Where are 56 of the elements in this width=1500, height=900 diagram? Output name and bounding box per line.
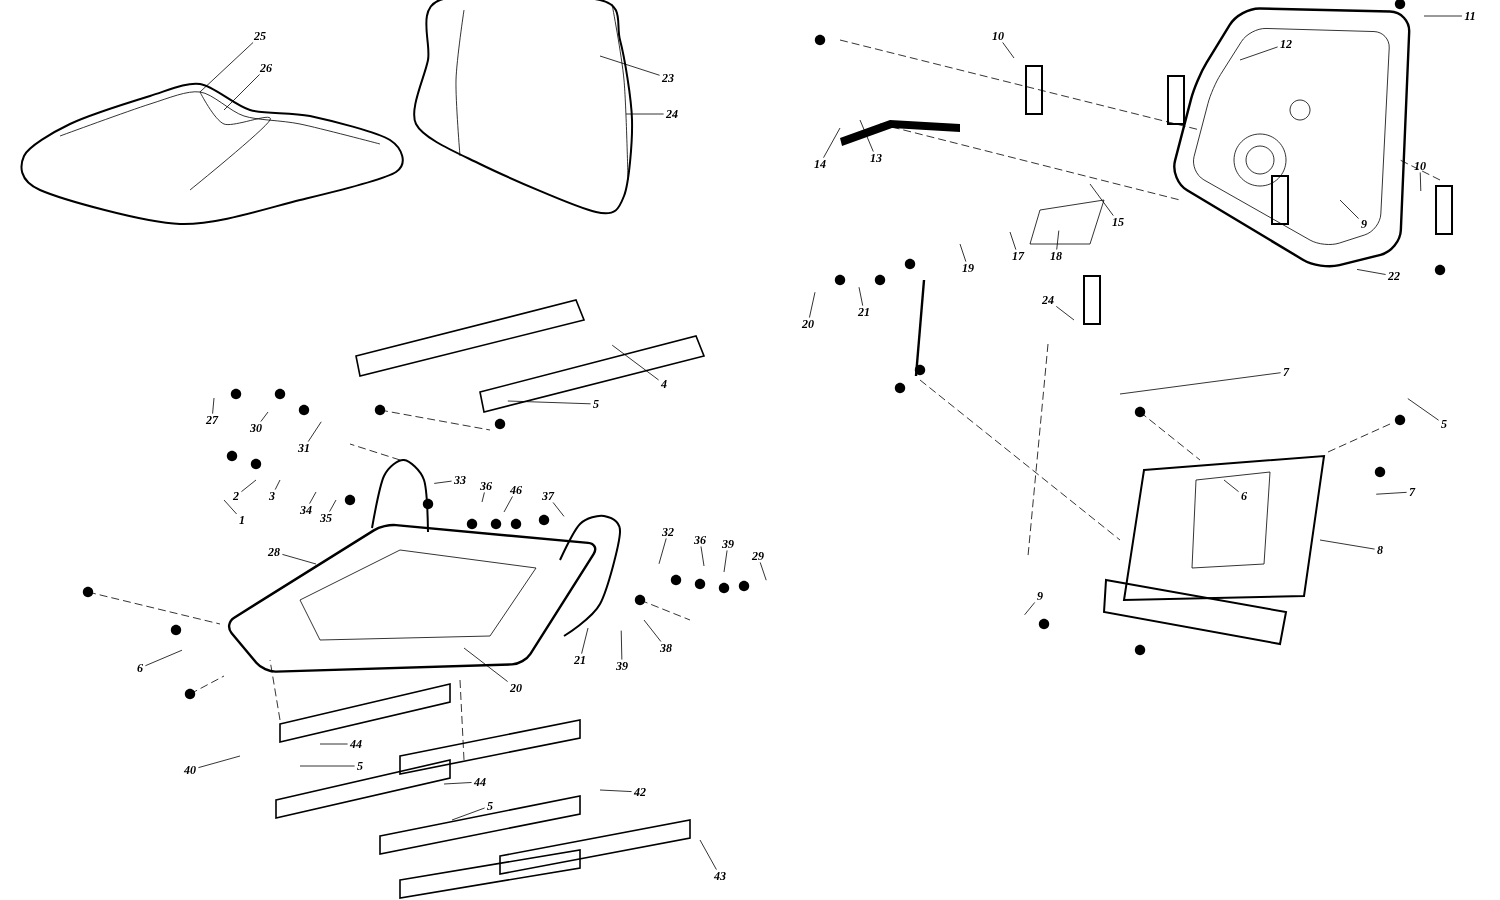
leader-line <box>260 411 269 422</box>
leader-line <box>599 789 632 792</box>
leader-line <box>858 286 864 307</box>
leader-line <box>1089 183 1114 216</box>
leader-line <box>451 807 485 821</box>
leader-line <box>620 630 623 660</box>
leader-line <box>823 127 841 159</box>
leader-line <box>299 765 355 767</box>
leader-line <box>581 627 589 655</box>
leader-line <box>198 755 241 769</box>
leader-line <box>1239 46 1278 61</box>
leader-line <box>1223 479 1239 493</box>
leader-line <box>643 619 662 642</box>
leader-line <box>809 291 816 318</box>
leader-line <box>1024 602 1036 616</box>
leader-line <box>199 42 254 93</box>
leader-line <box>443 782 472 785</box>
leader-line <box>1419 172 1422 192</box>
leader-line <box>507 400 591 405</box>
leader-line <box>1356 269 1386 275</box>
leader-line <box>1002 42 1015 59</box>
leader-line <box>552 502 565 517</box>
leader-line <box>463 647 508 682</box>
leader-line <box>759 562 767 581</box>
leader-line <box>859 119 874 152</box>
leader-line <box>241 479 257 493</box>
leader-line <box>699 839 717 870</box>
leader-line <box>223 74 260 111</box>
leader-line <box>1055 306 1075 321</box>
leader-line <box>145 649 183 667</box>
leader-line <box>723 550 728 573</box>
leader-line <box>433 480 452 484</box>
leader-line <box>1009 231 1017 251</box>
leader-line <box>329 499 337 512</box>
leader-line <box>223 499 237 515</box>
leader-line <box>282 554 317 565</box>
leader-line <box>1423 15 1463 17</box>
leader-line <box>959 243 967 262</box>
leader-line <box>274 479 281 490</box>
leader-line <box>1319 539 1375 550</box>
leader-line <box>611 344 659 381</box>
leader-line <box>625 113 664 115</box>
leader-line <box>309 491 317 504</box>
leader-line <box>212 397 215 415</box>
leader-line <box>1056 230 1060 250</box>
leader-line <box>319 743 348 745</box>
leader-line <box>599 55 660 76</box>
leader-line <box>658 538 667 565</box>
leader-line <box>307 421 322 442</box>
leader-line <box>503 496 513 513</box>
leader-line <box>1119 372 1281 395</box>
leader-line <box>481 492 485 503</box>
leader-line <box>1339 199 1359 219</box>
leader-line <box>700 546 705 567</box>
leader-line <box>1375 491 1407 495</box>
leader-line <box>1407 398 1439 421</box>
